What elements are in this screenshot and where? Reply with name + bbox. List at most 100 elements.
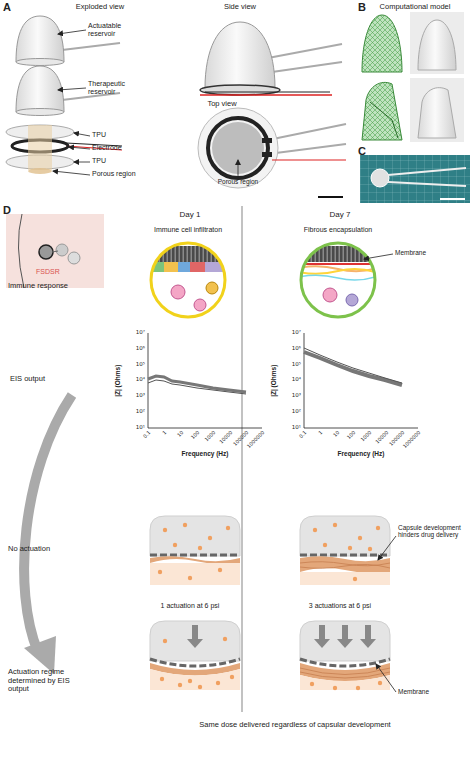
reservoir-actuated-day7 bbox=[365, 625, 371, 639]
reservoir-actuated-day1 bbox=[178, 683, 182, 687]
eis-chart-day1 bbox=[148, 333, 149, 428]
implant-schematic bbox=[56, 244, 68, 256]
reservoir-actuated-day1 bbox=[230, 675, 234, 679]
device-photo bbox=[388, 168, 466, 175]
reservoir-actuated-day7 bbox=[310, 682, 314, 686]
reservoir-no-actuation-day1 bbox=[150, 554, 240, 557]
reservoir-no-actuation-day1 bbox=[150, 556, 240, 564]
top-view bbox=[262, 138, 272, 143]
computational-model bbox=[362, 15, 402, 72]
eis-chart-day1 bbox=[148, 376, 246, 392]
immune-day1 bbox=[148, 240, 228, 320]
side-view bbox=[205, 22, 275, 88]
implant-schematic bbox=[68, 252, 80, 264]
part-label: TPU bbox=[92, 157, 122, 165]
axis-tick: 10¹ bbox=[277, 424, 301, 430]
reservoir-actuated-day7 bbox=[300, 621, 390, 690]
axis-tick: 10³ bbox=[121, 392, 145, 398]
axis-tick: 10⁶ bbox=[121, 345, 145, 351]
immune-day1 bbox=[194, 299, 206, 311]
reservoir-no-actuation-day7 bbox=[300, 572, 390, 585]
axis-tick: 10³ bbox=[277, 392, 301, 398]
immune-day7 bbox=[364, 254, 393, 259]
reservoir-no-actuation-day7 bbox=[300, 516, 390, 585]
computational-model bbox=[362, 12, 464, 142]
reservoir-no-actuation-day7 bbox=[300, 516, 390, 556]
top-view bbox=[238, 160, 239, 178]
panel-letter: C bbox=[358, 145, 372, 158]
top-view bbox=[198, 108, 346, 197]
implant-schematic bbox=[52, 251, 58, 252]
stage-label: Fibrous encapsulation bbox=[288, 226, 388, 234]
axis-tick: 10⁵ bbox=[277, 361, 301, 367]
immune-day1 bbox=[148, 240, 228, 320]
top-view bbox=[268, 124, 346, 140]
top-view bbox=[198, 108, 278, 188]
exploded-view bbox=[16, 16, 64, 62]
exploded-view bbox=[69, 147, 90, 149]
view-title: Computational model bbox=[370, 3, 460, 12]
eis-chart-day7 bbox=[304, 348, 402, 383]
immune-day1 bbox=[151, 243, 225, 317]
computational-model bbox=[418, 88, 456, 138]
divider bbox=[241, 206, 242, 712]
exploded-view bbox=[58, 30, 86, 34]
column-title: Day 7 bbox=[320, 210, 360, 219]
device-photo bbox=[360, 155, 470, 203]
device-photo bbox=[388, 182, 466, 186]
panel-letter: A bbox=[3, 1, 17, 14]
leader-line bbox=[376, 664, 396, 692]
immune-day1 bbox=[206, 282, 218, 294]
exploded-view bbox=[28, 168, 52, 174]
side-view bbox=[268, 44, 342, 58]
eis-chart-day1 bbox=[148, 380, 246, 394]
axis-tick: 10⁵ bbox=[121, 361, 145, 367]
computational-model bbox=[362, 82, 402, 140]
axis-tick: 10¹ bbox=[121, 424, 145, 430]
axis-tick: 10² bbox=[121, 408, 145, 414]
reservoir-no-actuation-day1 bbox=[158, 570, 162, 574]
reservoir-no-actuation-day7 bbox=[376, 526, 380, 530]
immune-day7 bbox=[298, 240, 393, 320]
stage-label: 3 actuations at 6 psi bbox=[290, 602, 390, 610]
reservoir-no-actuation-day7 bbox=[313, 528, 317, 532]
reservoir-no-actuation-day1 bbox=[150, 516, 240, 585]
leader-line bbox=[378, 536, 396, 560]
immune-day7 bbox=[346, 294, 358, 306]
implant-schematic bbox=[39, 245, 53, 259]
immune-day1 bbox=[190, 262, 205, 272]
part-label: Membrane bbox=[395, 249, 450, 256]
reservoir-actuated-day7 bbox=[300, 675, 390, 690]
flow-arrow bbox=[24, 395, 72, 652]
reservoir-actuated-day1 bbox=[192, 625, 198, 639]
part-label: Actuatable reservoir bbox=[88, 22, 136, 38]
panel-letter: B bbox=[358, 1, 372, 14]
view-title: Top view bbox=[197, 100, 247, 109]
axis-tick: 10⁶ bbox=[277, 345, 301, 351]
exploded-view bbox=[16, 59, 64, 66]
reservoir-actuated-day7 bbox=[360, 639, 376, 648]
side-view bbox=[200, 85, 280, 95]
reservoir-actuated-day1 bbox=[188, 679, 192, 683]
top-view bbox=[268, 144, 346, 154]
row-title: EIS output bbox=[10, 375, 70, 384]
reservoir-no-actuation-day7 bbox=[300, 562, 390, 569]
exploded-view bbox=[53, 171, 90, 175]
computational-model bbox=[410, 12, 464, 74]
axis-tick: 10⁷ bbox=[277, 329, 301, 335]
stage-label: 1 actuation at 6 psi bbox=[140, 602, 240, 610]
axis-tick: 10⁴ bbox=[121, 376, 145, 382]
computational-model bbox=[370, 102, 398, 138]
part-label: TPU bbox=[92, 131, 122, 139]
top-view bbox=[318, 196, 343, 198]
reservoir-no-actuation-day1 bbox=[150, 516, 240, 556]
reservoir-actuated-day7 bbox=[356, 686, 360, 690]
reservoir-actuated-day7 bbox=[333, 686, 337, 690]
device-photo bbox=[371, 169, 389, 187]
exploded-view bbox=[74, 162, 90, 163]
reservoir-no-actuation-day1 bbox=[163, 528, 167, 532]
reservoir-actuated-day7 bbox=[300, 668, 390, 678]
eis-chart-day1 bbox=[148, 428, 262, 429]
